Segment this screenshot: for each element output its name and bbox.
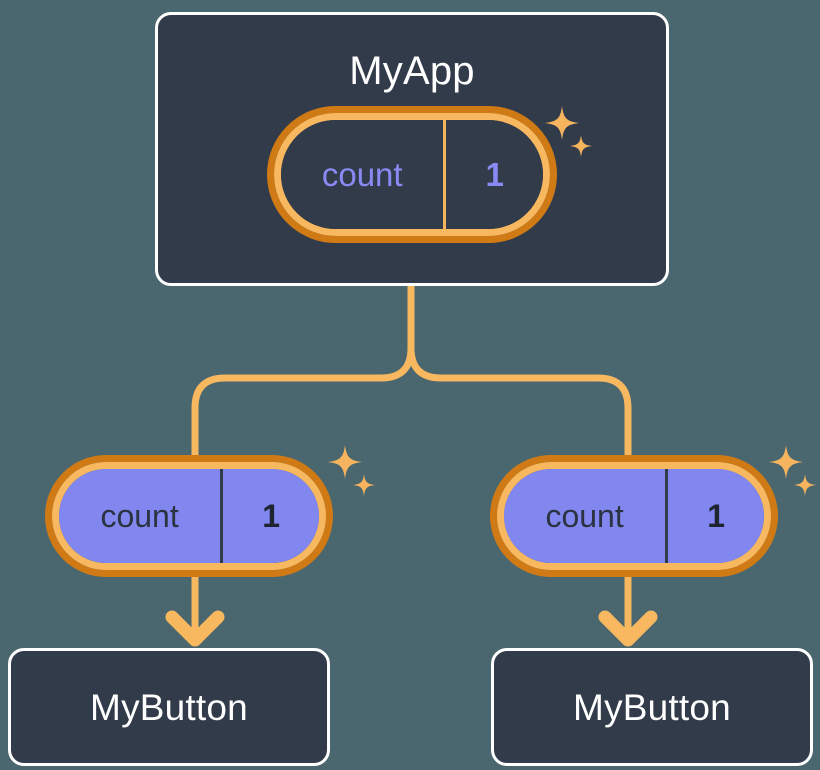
state-pill-mybutton-right[interactable]: count 1	[490, 455, 778, 577]
connector-branch-right	[407, 344, 632, 459]
pill-divider	[443, 120, 447, 229]
connector-branch-left	[191, 344, 415, 459]
state-key-label: count	[321, 156, 403, 193]
pill-body: count 1	[59, 469, 319, 563]
sparkle-star-small-icon	[794, 474, 816, 496]
card-title-myapp: MyApp	[349, 49, 475, 93]
state-key-label: count	[100, 498, 179, 534]
sparkle-star-large-icon	[769, 445, 803, 479]
sparkle-group-mybutton-left	[328, 445, 375, 496]
arrowhead-left-icon	[165, 610, 225, 647]
state-value-label: 1	[262, 498, 280, 534]
pill-ring-outer	[267, 106, 557, 243]
sparkle-star-small-icon	[353, 474, 375, 496]
card-title-mybutton-right: MyButton	[573, 686, 731, 728]
pill-ring-outer	[490, 455, 778, 577]
state-value-label: 1	[707, 498, 725, 534]
state-pill-mybutton-left[interactable]: count 1	[45, 455, 333, 577]
state-pill-myapp[interactable]: count 1	[267, 106, 557, 243]
pill-ring-inner	[274, 113, 550, 236]
pill-body: count 1	[281, 120, 543, 229]
pill-divider	[220, 469, 224, 563]
card-title-mybutton-left: MyButton	[90, 686, 248, 728]
pill-divider	[665, 469, 669, 563]
sparkle-star-large-icon	[328, 445, 362, 479]
state-key-label: count	[545, 498, 624, 534]
pill-ring-inner	[497, 462, 771, 570]
arrowhead-right-icon	[598, 610, 658, 647]
component-card-mybutton-left[interactable]: MyButton	[8, 648, 330, 766]
component-card-mybutton-right[interactable]: MyButton	[491, 648, 813, 766]
state-value-label: 1	[485, 156, 504, 193]
pill-body: count 1	[504, 469, 764, 563]
pill-ring-inner	[52, 462, 326, 570]
pill-ring-outer	[45, 455, 333, 577]
